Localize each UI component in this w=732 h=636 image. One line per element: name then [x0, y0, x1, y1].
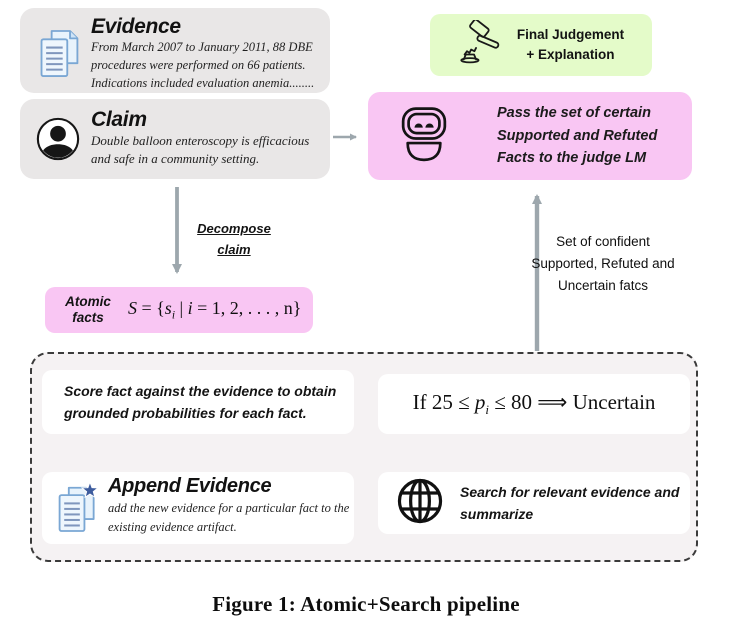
evidence-box: Evidence From March 2007 to January 2011… [20, 8, 330, 93]
decompose-line2: claim [217, 242, 251, 258]
formula-S: S [128, 298, 137, 319]
final-judgement-label: Final Judgement + Explanation [517, 25, 624, 64]
globe-icon [395, 476, 445, 531]
document-star-icon [55, 480, 101, 539]
uncertain-sub-i: i [485, 402, 489, 418]
formula-sub-i: i [171, 309, 176, 322]
claim-box: Claim Double balloon enteroscopy is effi… [20, 99, 330, 179]
uncertain-mid: ≤ 80 [488, 389, 538, 414]
person-icon [35, 116, 81, 167]
append-evidence-box: Append Evidence add the new evidence for… [42, 472, 354, 544]
figure-caption: Figure 1: Atomic+Search pipeline [212, 592, 520, 616]
final-judgement-box: Final Judgement + Explanation [430, 14, 652, 76]
append-evidence-text: add the new evidence for a particular fa… [108, 501, 350, 534]
decompose-line1: Decompose [197, 221, 271, 236]
final-judgement-line1: Final Judgement [516, 27, 625, 43]
append-evidence-title: Append Evidence [108, 475, 272, 497]
document-pages-icon [36, 28, 82, 85]
judge-lm-box: Pass the set of certain Supported and Re… [368, 92, 692, 180]
evidence-title: Evidence [91, 15, 181, 38]
claim-text: Double balloon enteroscopy is efficaciou… [91, 133, 310, 167]
formula-eq: = { [137, 298, 165, 319]
formula-mid: | [175, 298, 188, 319]
score-fact-text: Score fact against the evidence to obtai… [64, 382, 337, 421]
atomic-facts-formula: S = {si | i = 1, 2, . . . , n} [128, 298, 301, 322]
judge-lm-text: Pass the set of certain Supported and Re… [497, 105, 658, 167]
evidence-text: From March 2007 to January 2011, 88 DBE … [91, 40, 315, 90]
gavel-icon [458, 18, 504, 71]
uncertain-rule-formula: If 25 ≤ pi ≤ 80 ⟹ Uncertain [413, 390, 656, 418]
uncertain-p: p [474, 389, 486, 414]
formula-i: i [187, 298, 193, 319]
search-evidence-text: Search for relevant evidence and summari… [460, 483, 680, 522]
score-fact-box: Score fact against the evidence to obtai… [42, 370, 354, 434]
formula-rest: = 1, 2, . . . , n} [192, 298, 302, 319]
confident-set-label: Set of confident Supported, Refuted and … [531, 234, 675, 293]
formula-s: s [164, 298, 172, 319]
claim-title: Claim [91, 108, 147, 131]
uncertain-pre: If 25 ≤ [412, 389, 475, 414]
atomic-facts-label: Atomic facts [65, 293, 111, 325]
implies-arrow-glyph: ⟹ [537, 389, 568, 414]
robot-icon [395, 105, 453, 168]
final-judgement-line2: + Explanation [526, 47, 615, 62]
uncertain-rule-box: If 25 ≤ pi ≤ 80 ⟹ Uncertain [378, 374, 690, 434]
uncertain-result: Uncertain [567, 389, 656, 414]
decompose-claim-label: Decompose claim [188, 218, 280, 261]
atomic-facts-box: Atomic facts S = {si | i = 1, 2, . . . ,… [45, 287, 313, 333]
search-evidence-box: Search for relevant evidence and summari… [378, 472, 690, 534]
